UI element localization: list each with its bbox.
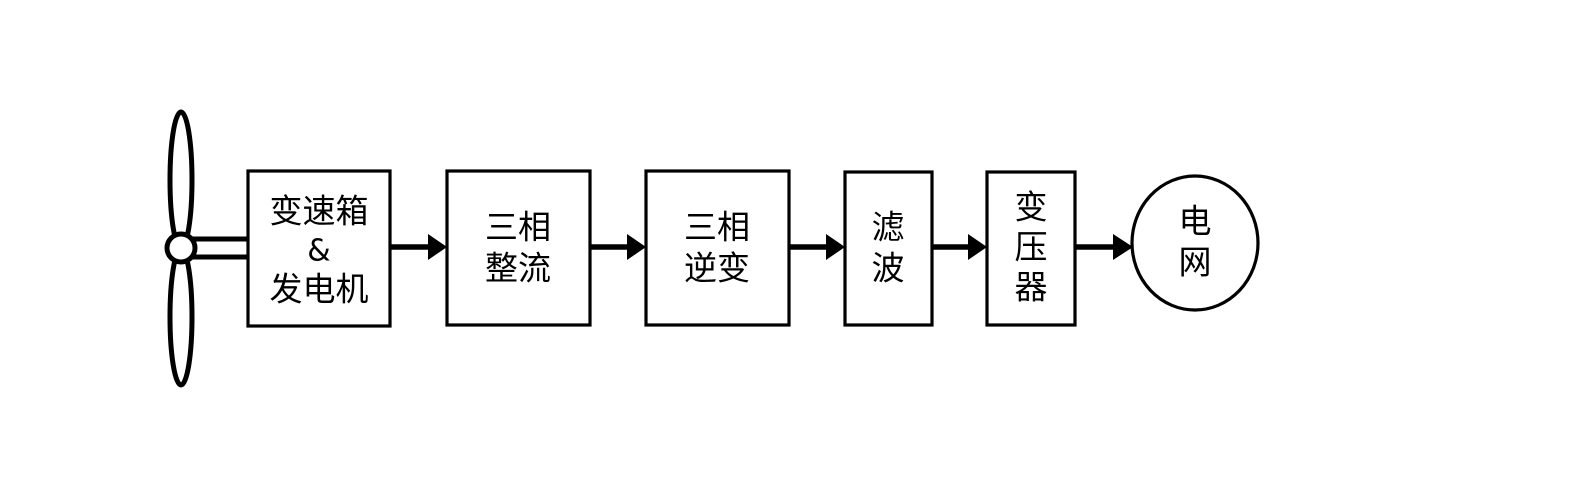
wind-turbine-node[interactable] [164, 109, 252, 388]
node-filter[interactable]: 滤 波 [843, 170, 934, 327]
connector-inverter-to-filter [789, 234, 845, 260]
transformer-label-line1: 变 [1015, 188, 1048, 227]
rectifier-label-line2: 整流 [485, 249, 551, 288]
power-grid-label-line2: 网 [1179, 243, 1212, 282]
connector-gearbox-to-rectifier [390, 234, 447, 260]
connector-transformer-to-grid [1075, 234, 1133, 260]
filter-box[interactable] [843, 170, 934, 327]
node-transformer[interactable]: 变 压 器 [985, 170, 1077, 327]
filter-label-line2: 波 [872, 249, 905, 288]
arrow-3-head-icon [826, 234, 845, 260]
gearbox-generator-label-line3: 发电机 [270, 270, 369, 309]
inverter-label-line1: 三相 [684, 208, 750, 247]
gearbox-generator-label-line1: 变速箱 [270, 192, 369, 231]
power-grid-circle[interactable] [1130, 174, 1260, 312]
arrow-1-head-icon [428, 234, 447, 260]
three-phase-inverter-box[interactable] [644, 169, 791, 327]
filter-label-line1: 滤 [872, 208, 905, 247]
three-phase-rectifier-box[interactable] [445, 169, 592, 327]
connector-filter-to-transformer [932, 234, 987, 260]
node-gearbox-generator[interactable]: 变速箱 & 发电机 [246, 169, 392, 328]
gearbox-generator-box[interactable] [246, 169, 392, 328]
arrow-2-head-icon [627, 234, 646, 260]
connector-rectifier-to-inverter [590, 234, 646, 260]
rectifier-label-line1: 三相 [485, 208, 551, 247]
transformer-label-line2: 压 [1015, 228, 1048, 267]
gearbox-generator-label-line2: & [307, 234, 330, 269]
node-three-phase-rectifier[interactable]: 三相 整流 [445, 169, 592, 327]
arrow-5-head-icon [1113, 234, 1133, 260]
power-grid-label-line1: 电 [1179, 202, 1212, 241]
turbine-shaft-icon [188, 236, 252, 260]
node-three-phase-inverter[interactable]: 三相 逆变 [644, 169, 791, 327]
turbine-blade-lower-icon [167, 246, 195, 388]
turbine-hub-icon [164, 231, 198, 265]
node-power-grid[interactable]: 电 网 [1130, 174, 1260, 312]
inverter-label-line2: 逆变 [684, 249, 750, 288]
turbine-blade-upper-icon [167, 109, 195, 251]
transformer-label-line3: 器 [1015, 268, 1048, 307]
arrow-4-head-icon [968, 234, 987, 260]
